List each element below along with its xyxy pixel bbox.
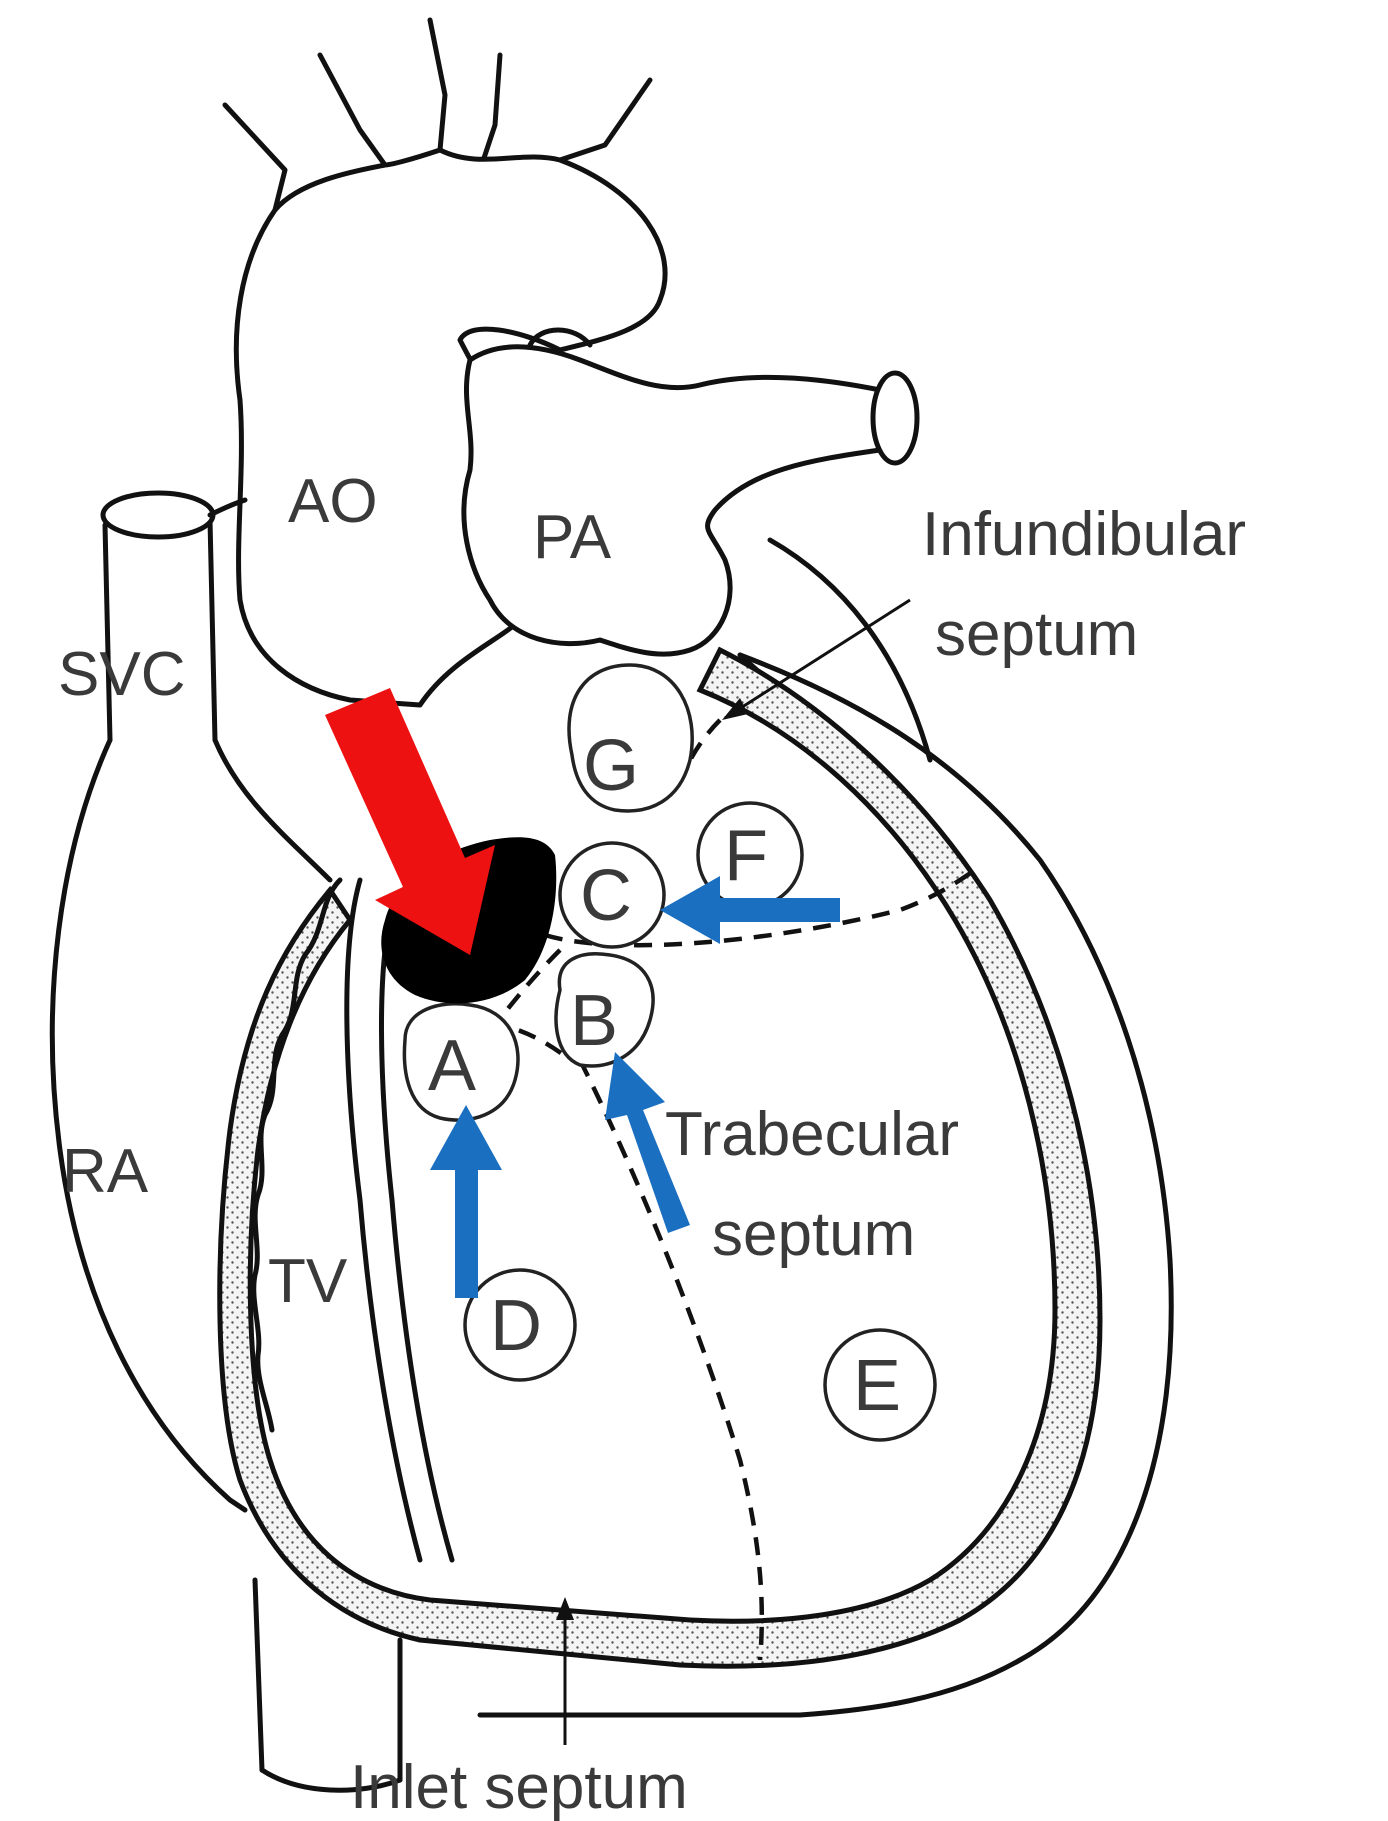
pulmonary-branch-opening xyxy=(873,373,917,463)
region-f-label: F xyxy=(724,816,768,896)
region-c-label: C xyxy=(580,856,632,936)
region-b: B xyxy=(556,954,653,1066)
label-trabecular-1: Trabecular xyxy=(665,1100,959,1169)
region-d-label: D xyxy=(490,1286,542,1366)
label-ra: RA xyxy=(62,1137,149,1206)
region-g-label: G xyxy=(583,726,639,806)
label-pa: PA xyxy=(533,503,612,572)
region-e: E xyxy=(825,1330,935,1440)
label-tv: TV xyxy=(268,1247,348,1316)
label-infundibular-2: septum xyxy=(935,600,1138,669)
label-ao: AO xyxy=(288,467,378,536)
label-trabecular-2: septum xyxy=(712,1200,915,1269)
region-e-label: E xyxy=(853,1346,901,1426)
region-d: D xyxy=(465,1270,575,1380)
blue-arrow-a xyxy=(430,1105,502,1298)
region-c: C xyxy=(560,843,664,947)
label-infundibular-1: Infundibular xyxy=(922,500,1246,569)
label-inlet-septum: Inlet septum xyxy=(350,1753,688,1821)
right-atrium-outline xyxy=(52,740,245,1510)
region-a-label: A xyxy=(428,1026,476,1106)
label-svc: SVC xyxy=(58,640,185,709)
region-g: G xyxy=(569,665,692,811)
pulmonary-artery-outline xyxy=(464,347,880,654)
region-a: A xyxy=(404,1004,518,1120)
region-b-label: B xyxy=(570,981,618,1061)
